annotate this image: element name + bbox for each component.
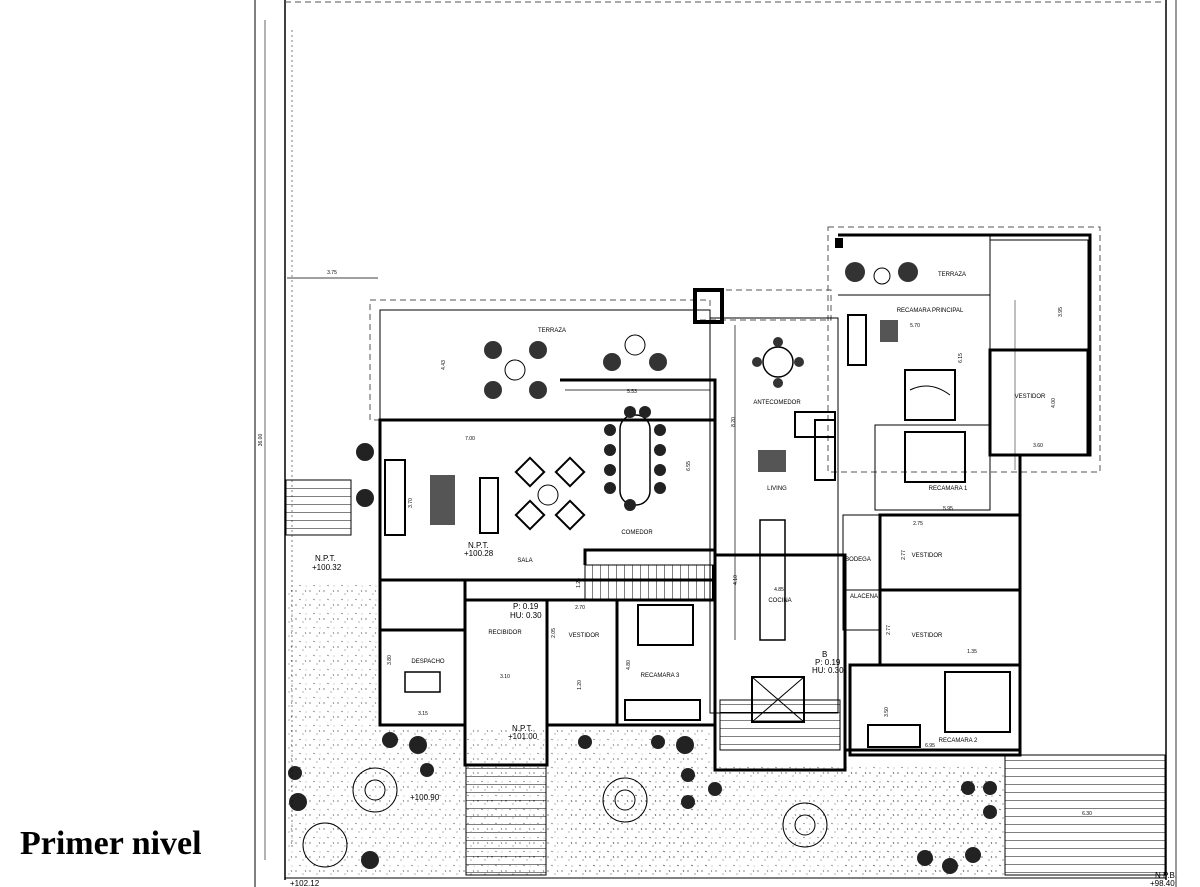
- edge-bottom-left: +102.12: [290, 879, 320, 887]
- property-boundary: [254, 0, 1177, 887]
- dim-443: 4.43: [441, 360, 447, 370]
- dim-820: 8.20: [731, 417, 737, 427]
- exterior-walls: [378, 233, 1092, 772]
- label-recamara-1: RECAMARA 1: [929, 486, 968, 492]
- dim-350: 3.50: [884, 707, 890, 717]
- label-comedor: COMEDOR: [621, 530, 653, 536]
- dim-277b: 2.77: [886, 625, 892, 635]
- label-vestidor-2: VESTIDOR: [912, 633, 943, 639]
- dim-120: 1.20: [577, 680, 583, 690]
- step-p-2: P: 0.19: [815, 658, 841, 667]
- shrubs: [288, 443, 997, 874]
- npt-entry-value: +101.00: [508, 732, 538, 741]
- edge-bottom-right-label: N.P.B.: [1155, 871, 1177, 880]
- npt-left-value: +100.32: [312, 563, 342, 572]
- label-antecomedor: ANTECOMEDOR: [753, 400, 801, 406]
- label-terraza-right: TERRAZA: [938, 272, 966, 278]
- dim-275: 2.75: [913, 521, 923, 527]
- dim-277a: 2.77: [901, 550, 907, 560]
- dim-410: 4.10: [733, 575, 739, 585]
- dim-3600: 36.00: [258, 434, 264, 447]
- dim-270: 2.70: [575, 605, 585, 611]
- label-vestidor-3: VESTIDOR: [569, 633, 600, 639]
- dimension-lines: [287, 30, 1016, 850]
- label-recamara-3: RECAMARA 3: [641, 673, 680, 679]
- dim-135: 1.35: [967, 649, 977, 655]
- dimension-labels: 3.75 36.00 4.43 5.53 7.00 3.70 6.55 8.20…: [258, 270, 1092, 817]
- label-terraza-left: TERRAZA: [538, 328, 566, 334]
- dim-695: 6.95: [925, 743, 935, 749]
- dim-480: 4.80: [626, 660, 632, 670]
- dim-205: 2.05: [551, 628, 557, 638]
- npt-entry-label: N.P.T.: [512, 724, 533, 733]
- level-title: Primer nivel: [20, 825, 202, 862]
- label-recamara-principal: RECAMARA PRINCIPAL: [897, 308, 964, 314]
- furniture: [384, 262, 1011, 748]
- npt-sala-label: N.P.T.: [468, 541, 489, 550]
- room-labels: TERRAZA TERRAZA RECAMARA PRINCIPAL VESTI…: [411, 272, 1046, 744]
- dim-380: 3.80: [387, 655, 393, 665]
- label-sala: SALA: [517, 558, 532, 564]
- dim-485: 4.85: [774, 587, 784, 593]
- step-hu-2: HU: 0.30: [812, 666, 844, 675]
- dim-553: 5.53: [627, 389, 637, 395]
- dim-400: 4.00: [1051, 398, 1057, 408]
- dim-570: 5.70: [910, 323, 920, 329]
- level-markers: N.P.T. +100.32 N.P.T. +100.28 N.P.T. +10…: [290, 541, 1177, 887]
- dim-125: 1.25: [576, 578, 582, 588]
- label-recibidor: RECIBIDOR: [488, 630, 522, 636]
- stairs: [285, 479, 1166, 876]
- label-vestidor-main: VESTIDOR: [1015, 394, 1046, 400]
- dim-655: 6.55: [686, 461, 692, 471]
- dim-375: 3.75: [327, 270, 337, 276]
- edge-bottom-right: +98.40: [1150, 879, 1175, 887]
- step-hu-1: HU: 0.30: [510, 611, 542, 620]
- dim-630: 6.30: [1082, 811, 1092, 817]
- label-alacena: ALACENA: [850, 594, 878, 600]
- label-vestidor-1: VESTIDOR: [912, 553, 943, 559]
- dim-360: 3.60: [1033, 443, 1043, 449]
- step-b-2: B: [822, 650, 827, 659]
- npt-left-label: N.P.T.: [315, 554, 336, 563]
- dim-700: 7.00: [465, 436, 475, 442]
- label-living: LIVING: [767, 486, 787, 492]
- label-cocina: COCINA: [768, 598, 791, 604]
- dim-595: 5.95: [943, 506, 953, 512]
- label-despacho: DESPACHO: [411, 659, 445, 665]
- label-recamara-2: RECAMARA 2: [939, 738, 978, 744]
- label-bodega: BODEGA: [845, 557, 871, 563]
- dim-395: 3.95: [1058, 307, 1064, 317]
- trees: [302, 767, 828, 868]
- dim-315: 3.15: [418, 711, 428, 717]
- dim-310: 3.10: [500, 674, 510, 680]
- npt-garden-value: +100.90: [410, 793, 440, 802]
- step-p-1: P: 0.19: [513, 602, 539, 611]
- npt-sala-value: +100.28: [464, 549, 494, 558]
- dim-370: 3.70: [408, 498, 414, 508]
- dim-615: 6.15: [958, 353, 964, 363]
